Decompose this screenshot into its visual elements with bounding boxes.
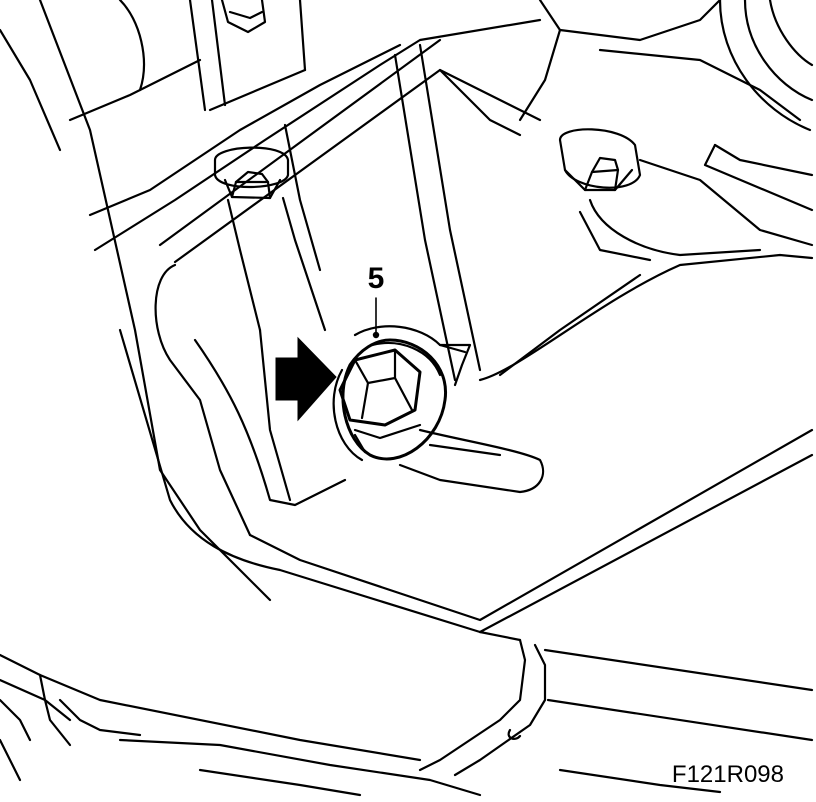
flange-bolt-right	[558, 128, 762, 262]
callout-number: 5	[368, 262, 385, 295]
arrow-right-icon	[275, 336, 337, 422]
callout-leader	[372, 297, 380, 339]
figure-code: F121R098	[672, 761, 784, 788]
oil-pan-upper-plate	[158, 38, 542, 382]
hex-bolt-icon	[332, 338, 448, 462]
oil-pan-body	[118, 253, 814, 634]
drain-plug-boss	[353, 325, 545, 494]
flange-bolt-left	[213, 146, 327, 332]
engine-block-outline	[0, 0, 814, 602]
subframe-crossmember	[0, 630, 814, 797]
